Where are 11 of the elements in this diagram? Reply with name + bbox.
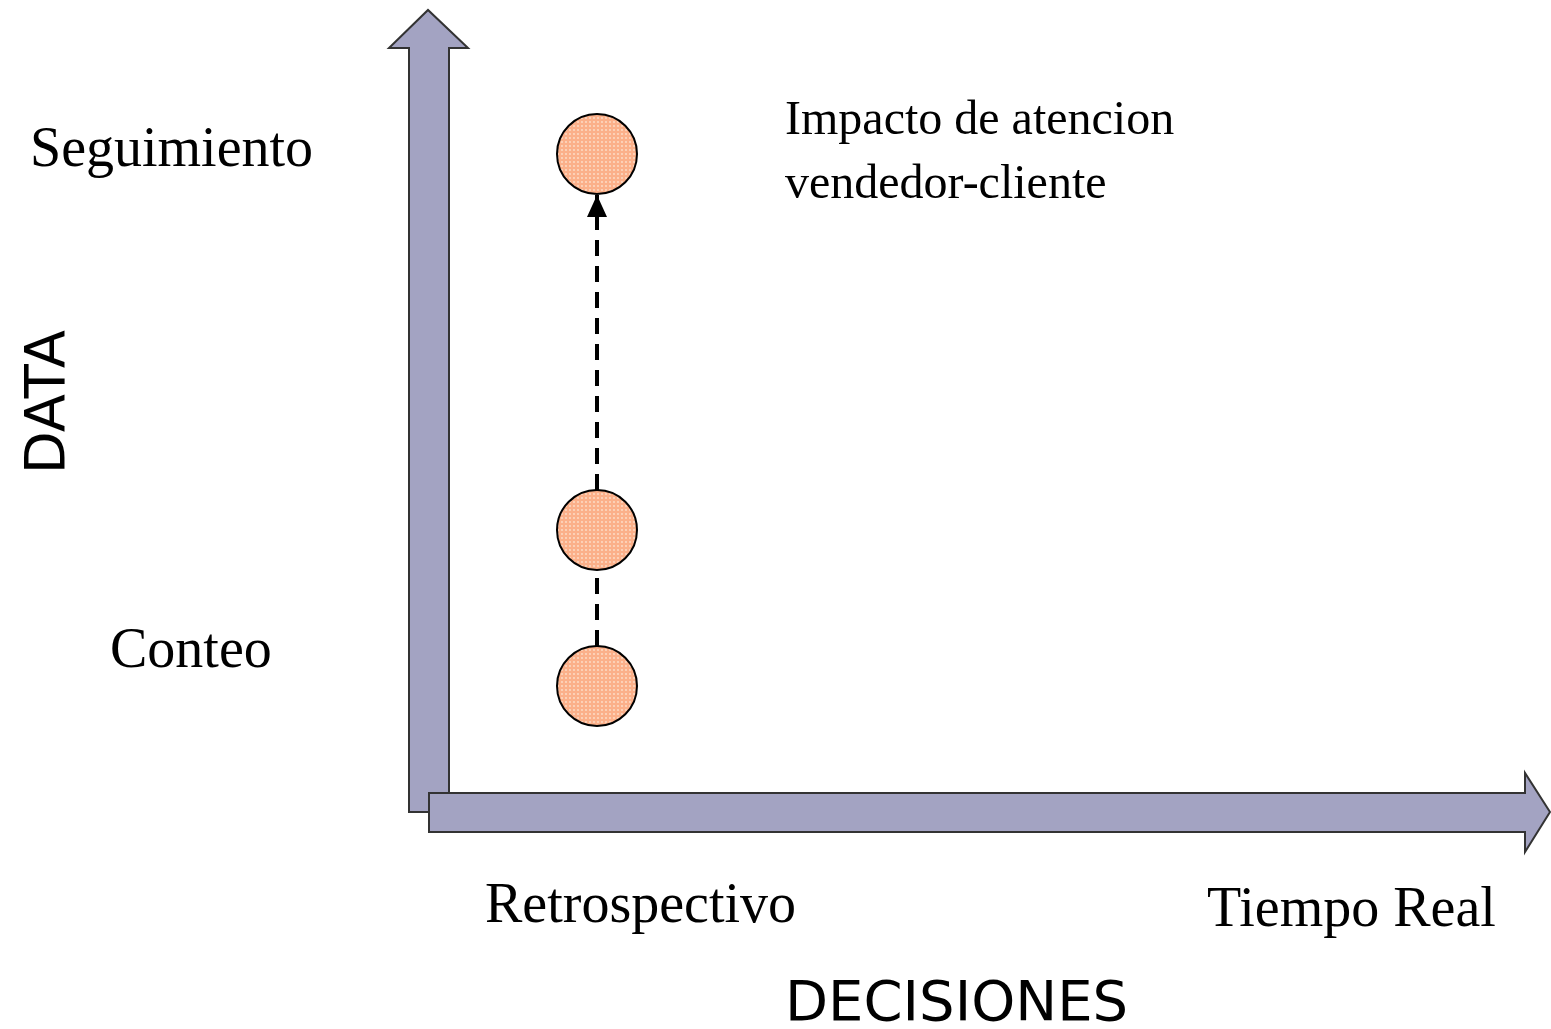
axis-title: DATA [14,330,76,475]
axis-tick-label: Conteo [110,618,272,680]
axis-title: DECISIONES [785,970,1129,1029]
axis-tick-label: Seguimiento [30,117,314,179]
circle-marker [556,113,638,195]
circle-marker [556,645,638,727]
axis-tick-label: Retrospectivo [485,873,797,935]
circle-marker [556,489,638,571]
annotation-text: Impacto de atencion vendedor-cliente [785,90,1176,210]
arrow [587,195,607,490]
axis-tick-label: Tiempo Real [1207,877,1496,939]
